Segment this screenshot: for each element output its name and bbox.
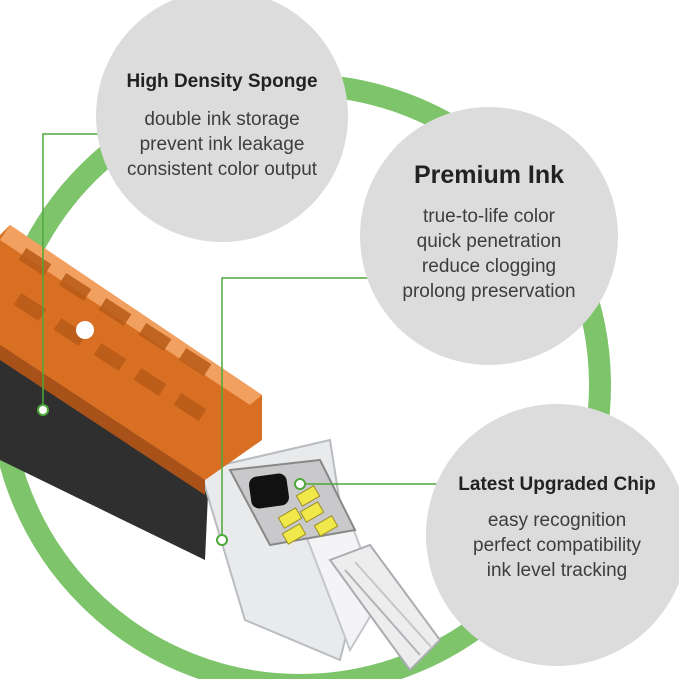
callout-lines xyxy=(42,133,438,540)
feature-line: true-to-life color xyxy=(423,205,555,227)
callout-dot-chip xyxy=(294,478,306,490)
callout-line-sponge xyxy=(42,133,110,410)
feature-line: ink level tracking xyxy=(486,559,628,581)
feature-line: prevent ink leakage xyxy=(139,133,305,155)
cartridge-sponge-body xyxy=(0,340,210,560)
feature-title-ink: Premium Ink xyxy=(413,160,565,189)
feature-bubble-sponge: High Density Sponge double ink storage p… xyxy=(96,0,348,242)
feature-line: reduce clogging xyxy=(421,255,557,277)
chip-sensor xyxy=(248,473,290,509)
feature-line: easy recognition xyxy=(487,509,627,531)
feature-bubble-chip: Latest Upgraded Chip easy recognition pe… xyxy=(426,404,679,666)
feature-line: prolong preservation xyxy=(402,280,576,302)
feature-line: quick penetration xyxy=(416,230,562,252)
chip-contacts xyxy=(277,485,339,545)
feature-line: double ink storage xyxy=(144,108,300,130)
cartridge-latch xyxy=(328,543,442,672)
ink-cartridge-image xyxy=(0,225,442,672)
feature-title-sponge: High Density Sponge xyxy=(126,70,318,92)
feature-line: consistent color output xyxy=(126,158,318,180)
callout-dot-ink xyxy=(216,534,228,546)
callout-line-ink xyxy=(221,277,382,540)
feature-title-chip: Latest Upgraded Chip xyxy=(458,473,656,495)
callout-dot-sponge xyxy=(37,404,49,416)
feature-bubble-ink: Premium Ink true-to-life color quick pen… xyxy=(360,107,618,365)
feature-line: perfect compatibility xyxy=(473,534,641,556)
